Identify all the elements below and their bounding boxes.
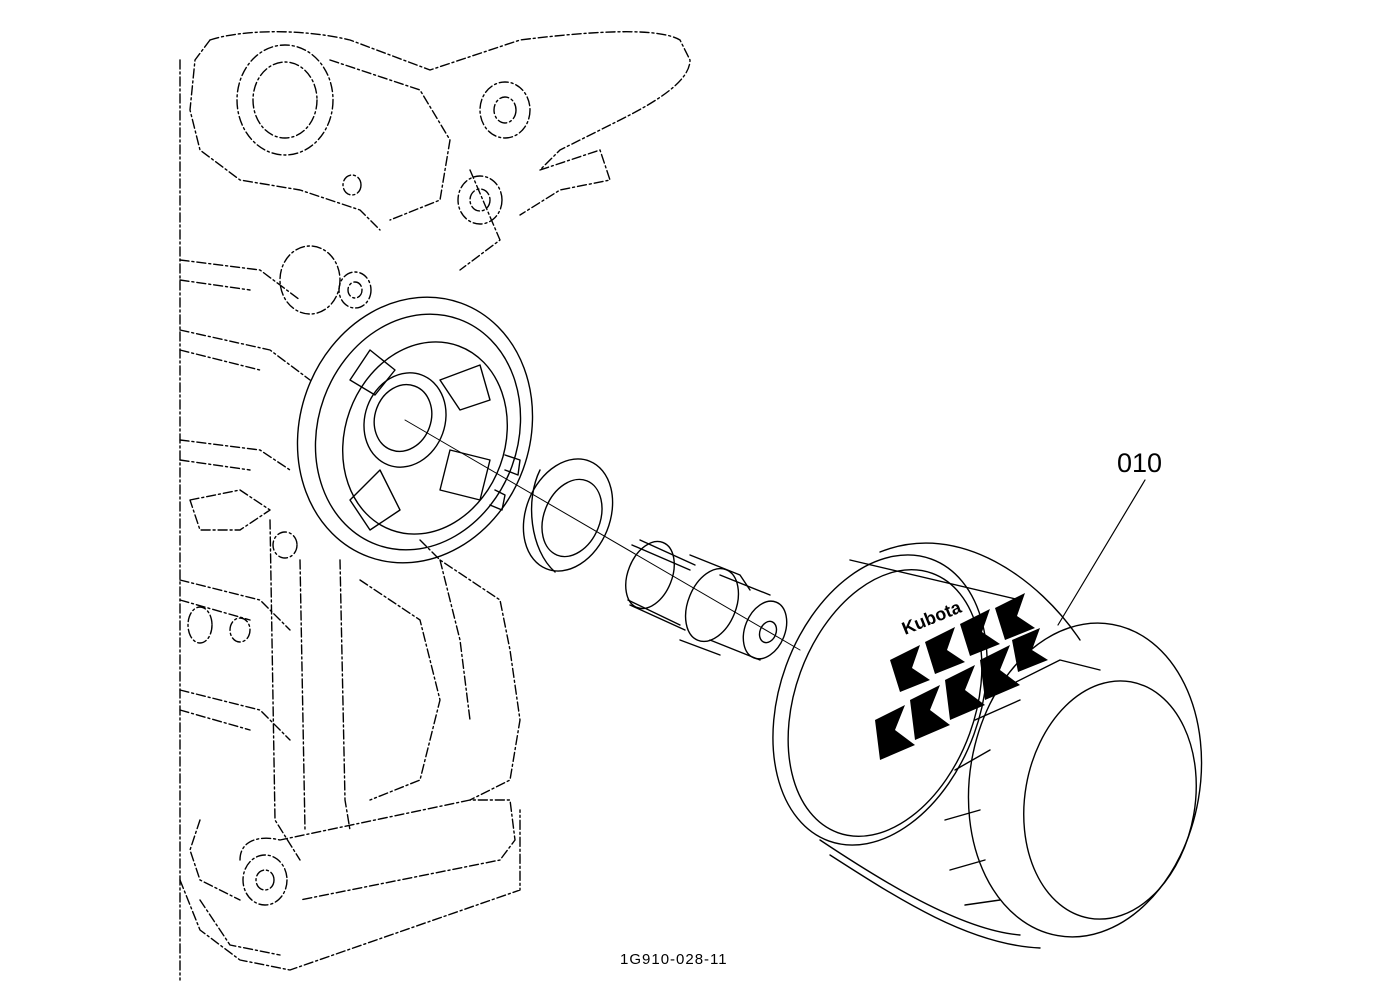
filter-mounting-flange	[296, 296, 534, 564]
callout-010: 010	[1117, 448, 1162, 478]
filter-brand-text: Kubota	[899, 597, 965, 639]
figure-code: 1G910-028-11	[620, 951, 728, 968]
threaded-nipple	[625, 539, 788, 661]
oil-filter-cartridge	[772, 542, 1203, 949]
callout-leader-line	[1057, 479, 1146, 626]
assembly-axis-line	[404, 419, 801, 651]
kubota-logo-mark	[875, 593, 1048, 760]
engine-block	[179, 31, 691, 981]
gasket-ring	[522, 458, 614, 573]
